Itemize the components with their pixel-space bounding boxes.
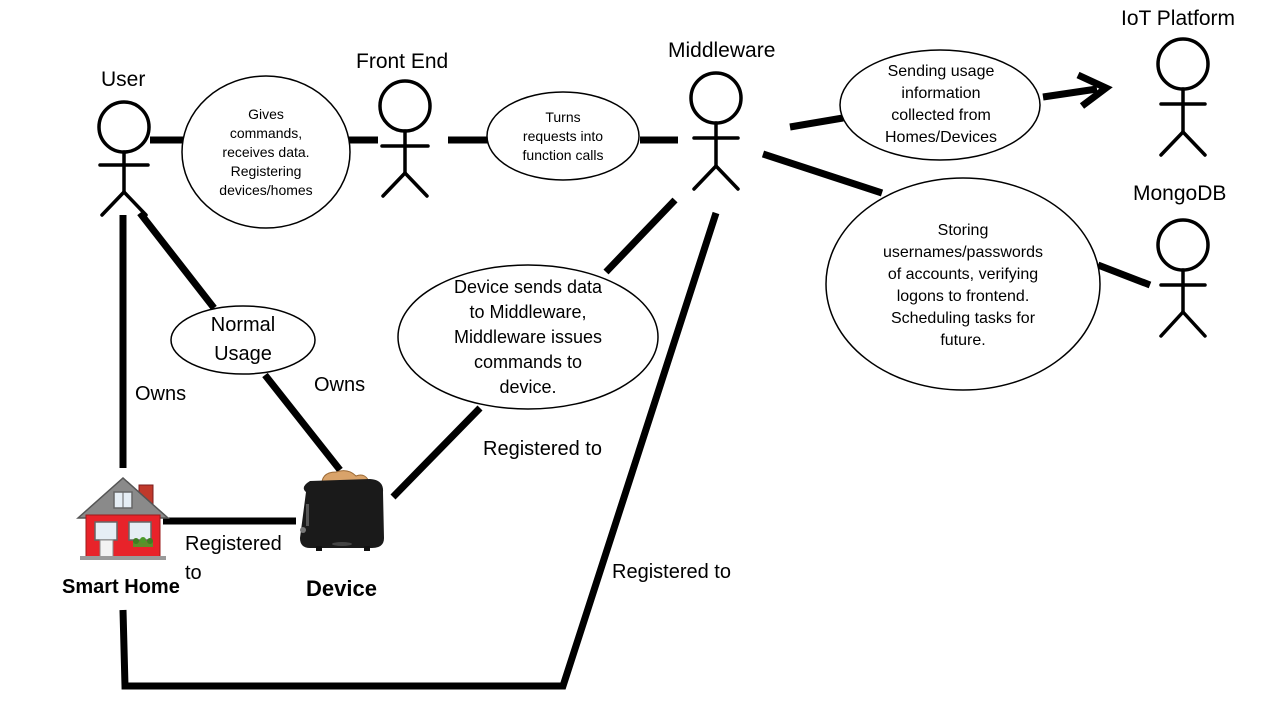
smart-home-label: Smart Home [62, 576, 180, 598]
front-end-actor-icon [378, 79, 432, 198]
bubble-user-frontend [181, 75, 351, 229]
bubble-middleware-iot [839, 49, 1041, 161]
middleware-actor-icon [689, 71, 743, 191]
bubble-text-device-middleware: Device sends data to Middleware, Middlew… [453, 276, 603, 397]
edge-label-home-device-line1: Registered [185, 533, 282, 555]
front-end-label: Front End [356, 50, 449, 73]
edge-middleware-mongodb-right [1096, 261, 1152, 289]
bubble-device-middleware [397, 264, 659, 410]
mongodb-label: MongoDB [1133, 182, 1227, 205]
edge-bubble-middleware [603, 197, 678, 275]
arrow-head-iot [1076, 71, 1113, 109]
edge-home-middleware [119, 211, 720, 690]
edge-normal-usage-device [262, 372, 343, 473]
bubble-middleware-mongodb [825, 177, 1101, 391]
edge-user-normal-usage [137, 210, 217, 311]
bubble-text-frontend-middleware: Turns requests into function calls [522, 108, 604, 163]
iot-platform-actor-icon [1156, 37, 1210, 157]
bubble-frontend-middleware [486, 91, 640, 181]
edge-middleware-iot-right [1042, 85, 1098, 101]
edge-label-user-device: Owns [314, 374, 366, 396]
edge-device-bubble [390, 405, 483, 500]
edge-label-device-middleware: Registered to [483, 438, 602, 460]
middleware-label: Middleware [668, 39, 776, 62]
device-label: Device [306, 576, 377, 601]
bubble-text-normal-usage: Normal Usage [210, 314, 276, 365]
mongodb-actor-icon [1156, 218, 1210, 338]
edge-label-user-home: Owns [135, 383, 187, 405]
bubble-text-middleware-mongodb: Storing usernames/passwords of accounts,… [882, 222, 1044, 349]
user-actor-icon [97, 100, 151, 217]
smart-home-house-icon [76, 476, 170, 560]
device-toaster-icon [300, 470, 384, 551]
user-label: User [101, 68, 146, 91]
edge-middleware-mongodb-left [761, 150, 884, 197]
edge-middleware-iot-left [789, 114, 844, 131]
bubble-normal-usage [170, 305, 316, 375]
edge-label-home-device-line2: to [185, 562, 202, 584]
bubble-text-middleware-iot: Sending usage information collected from… [884, 63, 998, 146]
iot-platform-label: IoT Platform [1121, 7, 1235, 30]
edge-label-home-middleware: Registered to [612, 561, 731, 583]
bubble-text-user-frontend: Gives commands, receives data. Registeri… [219, 105, 313, 198]
